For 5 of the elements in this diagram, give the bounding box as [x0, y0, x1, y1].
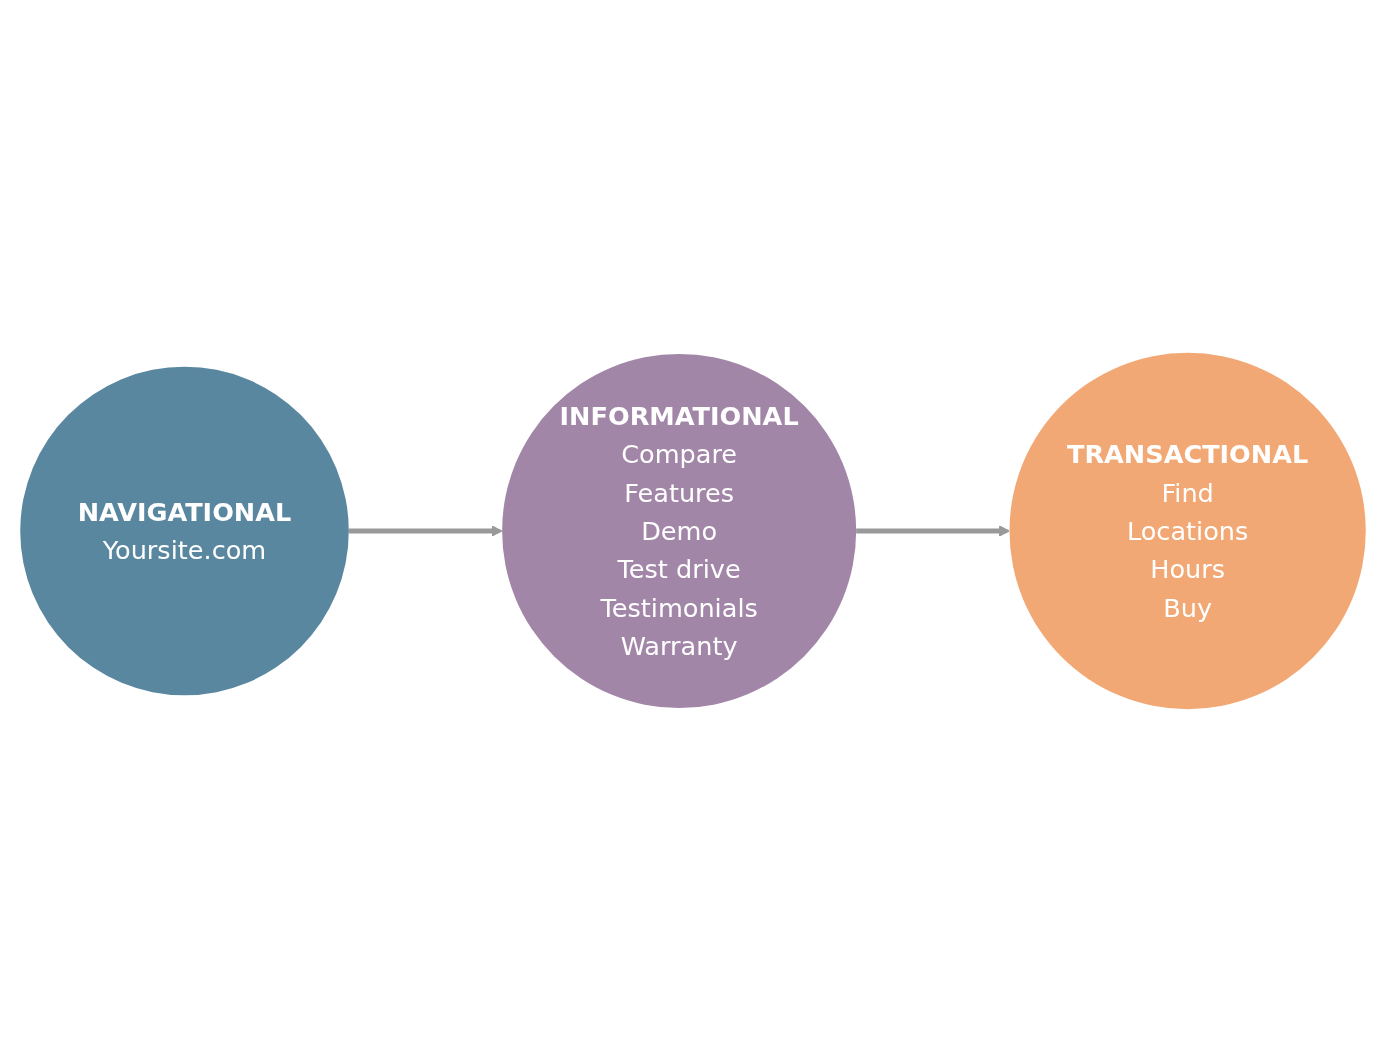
node-circle: NAVIGATIONAL Yoursite.com [20, 366, 349, 696]
node-circle: TRANSACTIONAL Find Locations Hours Buy [1009, 352, 1366, 710]
arrow [348, 525, 503, 537]
node-circle: INFORMATIONAL Compare Features Demo Test drive Testimonials Warranty [502, 353, 857, 709]
arrow [856, 525, 1010, 537]
